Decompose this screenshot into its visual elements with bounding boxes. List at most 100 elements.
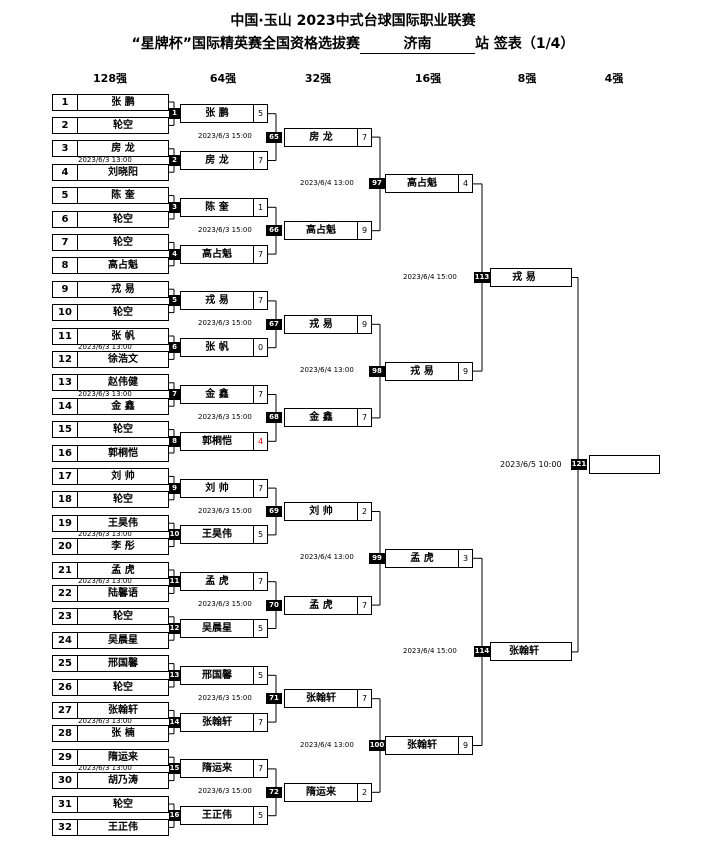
player-name: 戎 易 bbox=[205, 295, 229, 307]
match-time: 2023/6/4 13:00 bbox=[300, 553, 354, 562]
seed-number: 12 bbox=[52, 350, 78, 368]
seed-number: 24 bbox=[52, 631, 78, 649]
match-time: 2023/6/4 13:00 bbox=[300, 740, 354, 749]
player-128: 张 帆 bbox=[77, 327, 169, 345]
match-time: 2023/6/3 13:00 bbox=[78, 529, 132, 538]
score: 4 bbox=[253, 432, 267, 450]
score: 9 bbox=[357, 315, 371, 333]
player-name: 高占魁 bbox=[202, 248, 232, 260]
seed-number: 22 bbox=[52, 584, 78, 602]
player-128: 李 彤 bbox=[77, 538, 169, 556]
score: 5 bbox=[253, 666, 267, 684]
score: 7 bbox=[357, 690, 371, 708]
player-4 bbox=[589, 455, 660, 475]
player-128: 刘 帅 bbox=[77, 467, 169, 485]
seed-number: 31 bbox=[52, 795, 78, 813]
score: 5 bbox=[253, 620, 267, 637]
player-128: 刘晓阳 bbox=[77, 163, 169, 181]
seed-number: 14 bbox=[52, 397, 78, 415]
player-128: 轮空 bbox=[77, 304, 169, 322]
match-number: 8 bbox=[169, 435, 180, 447]
player-name: 戎 易 bbox=[309, 318, 333, 330]
player-128: 轮空 bbox=[77, 116, 169, 134]
player-128: 隋运来 bbox=[77, 748, 169, 766]
score: 9 bbox=[458, 362, 472, 380]
match-time: 2023/6/3 13:00 bbox=[78, 576, 132, 585]
match-time: 2023/6/3 15:00 bbox=[198, 132, 252, 141]
match-time: 2023/6/3 13:00 bbox=[78, 717, 132, 726]
seed-number: 1 bbox=[52, 93, 78, 111]
player-128: 戎 易 bbox=[77, 280, 169, 298]
match-number: 71 bbox=[266, 693, 282, 705]
player-name: 张翰轩 bbox=[407, 740, 437, 751]
player-128: 陈 奎 bbox=[77, 187, 169, 205]
match-time: 2023/6/3 13:00 bbox=[78, 763, 132, 772]
match-number: 69 bbox=[266, 506, 282, 517]
player-name: 张 帆 bbox=[205, 342, 229, 354]
score: 9 bbox=[357, 222, 371, 240]
player-name: 刘 帅 bbox=[309, 506, 333, 517]
score: 5 bbox=[253, 526, 267, 544]
player-128: 轮空 bbox=[77, 210, 169, 228]
match-time: 2023/6/3 15:00 bbox=[198, 319, 252, 328]
seed-number: 9 bbox=[52, 280, 78, 298]
player-128: 轮空 bbox=[77, 233, 169, 251]
seed-number: 15 bbox=[52, 421, 78, 439]
player-name: 金 鑫 bbox=[309, 412, 333, 424]
match-time: 2023/6/3 13:00 bbox=[78, 342, 132, 351]
score: 7 bbox=[253, 292, 267, 310]
player-8: 戎 易 bbox=[490, 268, 572, 287]
title-line-1: 中国·玉山 2023中式台球国际职业联赛 bbox=[230, 13, 476, 29]
seed-number: 27 bbox=[52, 701, 78, 719]
match-number: 66 bbox=[266, 225, 282, 237]
match-time: 2023/6/3 15:00 bbox=[198, 693, 252, 702]
match-time: 2023/6/3 13:00 bbox=[78, 155, 132, 164]
player-name: 张翰轩 bbox=[202, 716, 232, 728]
player-name: 金 鑫 bbox=[205, 389, 229, 400]
seed-number: 8 bbox=[52, 257, 78, 275]
header-8: 8强 bbox=[517, 72, 537, 85]
seed-number: 6 bbox=[52, 210, 78, 228]
score: 7 bbox=[357, 596, 371, 614]
player-128: 轮空 bbox=[77, 421, 169, 439]
match-number: 99 bbox=[369, 552, 385, 564]
match-number: 7 bbox=[169, 389, 180, 400]
score: 7 bbox=[357, 409, 371, 427]
match-number: 9 bbox=[169, 482, 180, 494]
player-8: 张翰轩 bbox=[490, 642, 572, 662]
match-number: 113 bbox=[474, 272, 490, 283]
seed-number: 28 bbox=[52, 725, 78, 743]
title-suffix: 站 签表（1/4） bbox=[474, 36, 575, 52]
match-time: 2023/6/4 13:00 bbox=[300, 366, 354, 375]
match-number: 5 bbox=[169, 295, 180, 307]
match-number: 16 bbox=[169, 810, 180, 822]
player-name: 张翰轩 bbox=[306, 693, 336, 705]
seed-number: 29 bbox=[52, 748, 78, 766]
score: 5 bbox=[253, 807, 267, 825]
match-number: 2 bbox=[169, 155, 180, 166]
player-128: 赵伟健 bbox=[77, 374, 169, 392]
score: 7 bbox=[253, 479, 267, 497]
seed-number: 7 bbox=[52, 233, 78, 251]
player-32: 戎 易 9 bbox=[284, 314, 372, 334]
player-name: 高占魁 bbox=[407, 178, 437, 190]
player-name: 孟 虎 bbox=[309, 599, 333, 611]
score: 7 bbox=[253, 245, 267, 263]
seed-number: 20 bbox=[52, 538, 78, 556]
match-time: 2023/6/4 13:00 bbox=[300, 178, 354, 187]
player-32: 张翰轩 7 bbox=[284, 689, 372, 709]
score: 7 bbox=[253, 573, 267, 591]
score: 0 bbox=[253, 339, 267, 357]
seed-number: 16 bbox=[52, 444, 78, 462]
match-time: 2023/6/3 15:00 bbox=[198, 225, 252, 234]
header-64: 64强 bbox=[209, 72, 237, 85]
